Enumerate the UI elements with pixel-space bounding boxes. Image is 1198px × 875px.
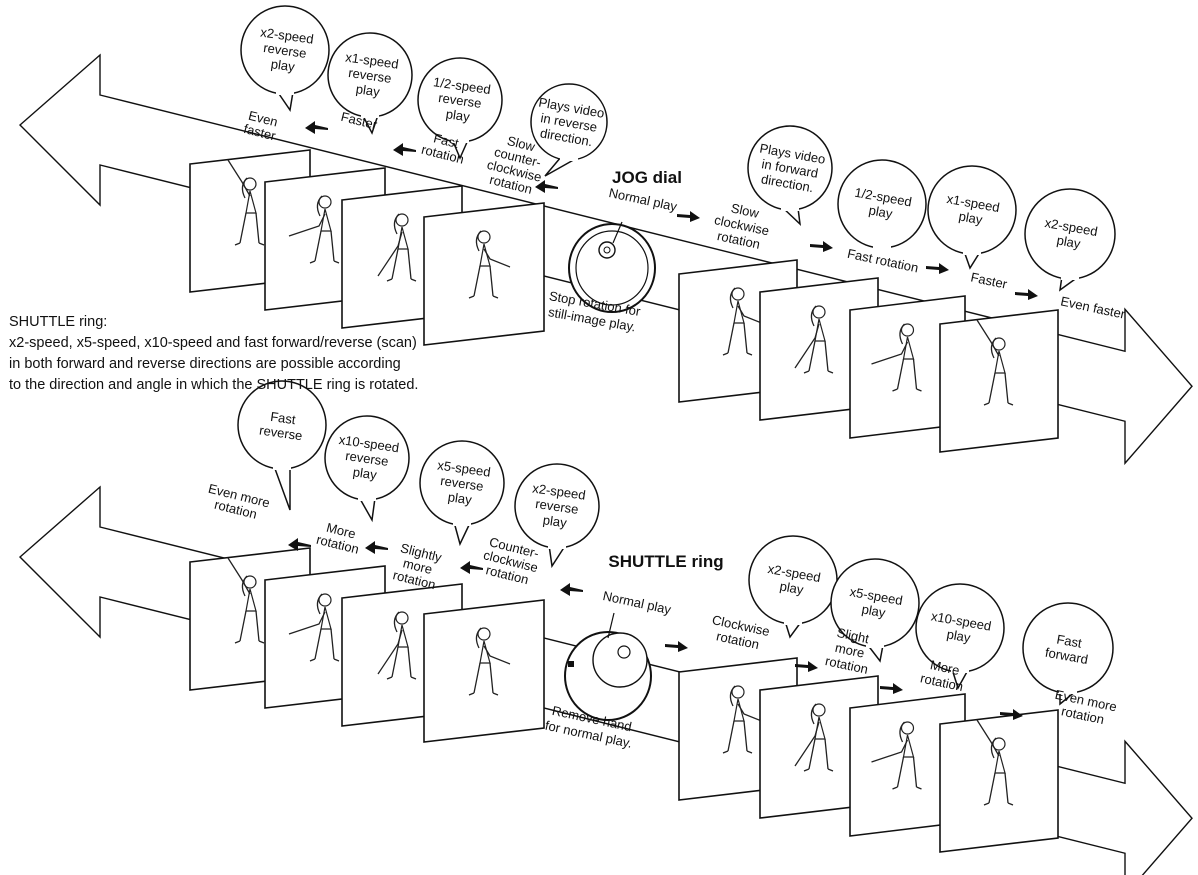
svg-text:Fastreverse: Fastreverse: [258, 408, 305, 444]
description-line: to the direction and angle in which the …: [9, 377, 419, 393]
jog-normal-play: Normal play: [607, 185, 678, 214]
arrow-shuttle-slight: [880, 683, 903, 694]
shuttle-step-slight-more: Slightmorerotation: [824, 624, 876, 677]
shuttle-leader-line: [607, 612, 615, 639]
shuttle-step-slightly-more: Slightlymorerotation: [391, 540, 443, 592]
svg-text:x1-speedreverseplay: x1-speedreverseplay: [340, 49, 399, 101]
arrow-jog-fast: [393, 143, 416, 156]
svg-text:x5-speedreverseplay: x5-speedreverseplay: [432, 457, 491, 509]
bubble-jog-x2: x2-speedplay: [1024, 188, 1116, 292]
frame-jog-fwd-4: [939, 309, 1059, 453]
shuttle-jog-inner: [592, 632, 648, 688]
svg-text:Plays videoin forwarddirection: Plays videoin forwarddirection.: [753, 141, 826, 197]
shuttle-step-clockwise: Clockwiserotation: [708, 612, 771, 654]
bubble-shuttle-x2-reverse: x2-speedreverseplay: [514, 463, 600, 569]
frame-jog-rev-4: [423, 202, 545, 346]
arrow-shuttle-normal-left: [560, 583, 583, 596]
svg-text:x10-speedreverseplay: x10-speedreverseplay: [334, 432, 400, 485]
svg-text:1/2-speedreverseplay: 1/2-speedreverseplay: [428, 74, 492, 127]
svg-text:x2-speedreverseplay: x2-speedreverseplay: [255, 24, 314, 76]
bubble-jog-half: 1/2-speedplay: [837, 159, 927, 249]
shuttle-step-even-more-right: Even morerotation: [1051, 687, 1119, 729]
jog-dial-outer: [568, 223, 656, 313]
frame-shuttle-rev-4: [423, 599, 545, 743]
bubble-shuttle-x5: x5-speedplay: [830, 558, 920, 663]
bubble-jog-plays-reverse: Plays videoin reversedirection.: [530, 83, 608, 177]
description-line: x2-speed, x5-speed, x10-speed and fast f…: [9, 335, 417, 351]
arrow-shuttle-slightly: [460, 561, 483, 574]
jog-step-slow-cw: Slowclockwiserotation: [710, 197, 774, 253]
arrow-jog-even-faster: [1015, 289, 1038, 300]
frame-shuttle-fwd-4: [939, 709, 1059, 853]
description-line: in both forward and reverse directions a…: [9, 356, 401, 372]
shuttle-description: SHUTTLE ring: x2-speed, x5-speed, x10-sp…: [9, 312, 569, 396]
arrow-shuttle-more-right: [1000, 709, 1023, 720]
shuttle-grip-mark: [568, 661, 574, 667]
bubble-shuttle-x5-reverse: x5-speedreverseplay: [419, 440, 505, 547]
svg-text:Fastforward: Fastforward: [1044, 630, 1092, 667]
arrow-shuttle-normal-right: [665, 641, 688, 652]
jog-leader-line: [612, 221, 623, 244]
arrow-shuttle-clockwise: [795, 661, 818, 672]
shuttle-normal-play: Normal play: [601, 588, 672, 617]
arrow-jog-normal-left: [535, 180, 558, 193]
shuttle-inner-knob: [617, 645, 631, 659]
bubble-jog-x1-reverse: x1-speedreverseplay: [327, 32, 413, 135]
jog-step-faster-right: Faster: [969, 269, 1009, 291]
bubble-jog-plays-forward: Plays videoin forwarddirection.: [747, 125, 833, 226]
bubble-jog-x2-reverse: x2-speedreverseplay: [240, 5, 330, 112]
jog-step-even-faster-right: Even faster: [1059, 293, 1127, 321]
bubble-jog-half-reverse: 1/2-speedreverseplay: [417, 57, 503, 160]
frame-shuttle-fwd-3: [849, 693, 966, 837]
arrow-jog-faster-right: [926, 263, 949, 274]
shuttle-step-ccw: Counter-clockwiserotation: [479, 534, 543, 589]
description-title: SHUTTLE ring:: [9, 314, 108, 330]
shuttle-step-more-left: Morerotation: [315, 518, 364, 557]
jog-step-fast-rotation: Fast rotation: [846, 246, 920, 276]
arrow-jog-faster: [305, 121, 328, 134]
bubble-shuttle-x10: x10-speedplay: [915, 583, 1005, 690]
svg-text:x2-speedreverseplay: x2-speedreverseplay: [527, 480, 586, 532]
bubble-shuttle-fast-forward: Fastforward: [1022, 602, 1114, 706]
jog-dial-label: JOG dial: [612, 168, 682, 187]
bubble-shuttle-fast-reverse: Fastreverse: [237, 380, 327, 511]
jog-dial-inner: [575, 230, 649, 306]
arrow-shuttle-even-more: [288, 538, 311, 551]
shuttle-step-even-more-left: Even morerotation: [203, 481, 271, 524]
bubble-jog-x1: x1-speedplay: [927, 165, 1017, 270]
jog-dial-knob-center: [603, 246, 611, 254]
arrow-jog-normal-right: [677, 211, 700, 222]
bubble-shuttle-x10-reverse: x10-speedreverseplay: [324, 415, 410, 523]
arrow-shuttle-more: [365, 541, 388, 554]
arrow-jog-fast-rotation: [810, 241, 833, 252]
shuttle-ring-label: SHUTTLE ring: [608, 552, 723, 571]
